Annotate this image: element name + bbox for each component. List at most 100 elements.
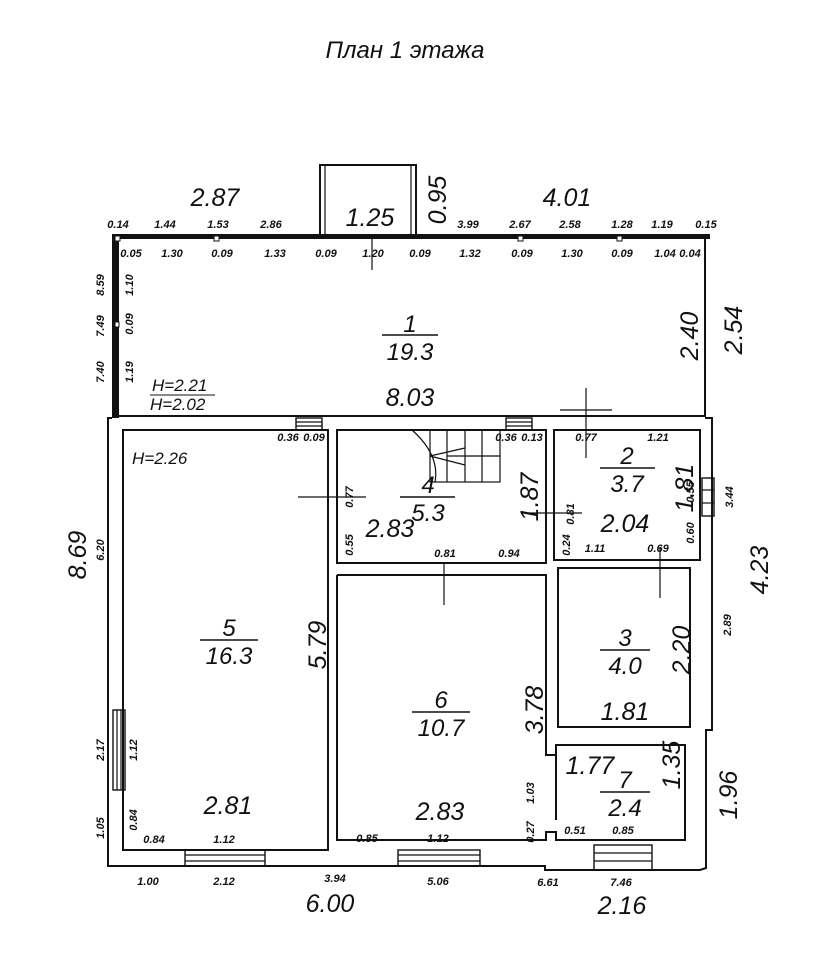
- dimension-label: 2.20: [668, 626, 696, 676]
- left-dimensions: 8.59 7.49 7.40 1.10 0.09 1.19 6.20 2.17 …: [95, 273, 140, 838]
- room-6-area: 10.7: [418, 715, 466, 742]
- dimension-label: 2.81: [203, 792, 253, 820]
- dimension-label: 1.05: [95, 816, 107, 838]
- top-outer-dimensions: 0.14 1.44 1.53 2.86 3.99 2.67 2.58 1.28 …: [107, 219, 717, 231]
- dimension-label: 1.81: [671, 464, 699, 513]
- dimension-label: 0.09: [409, 248, 431, 260]
- dimension-label: 0.84: [143, 834, 164, 846]
- room-7-area: 2.4: [607, 795, 641, 822]
- dimension-label: 0.69: [647, 543, 669, 555]
- room-5-number: 5: [222, 615, 236, 642]
- dimension-label: 0.94: [498, 548, 519, 560]
- staircase: [411, 429, 501, 483]
- dimension-label: 6.00: [306, 890, 355, 918]
- room-4-number: 4: [421, 472, 434, 499]
- dimension-label: 1.12: [128, 739, 140, 760]
- dimension-label: 1.30: [561, 248, 583, 260]
- ceiling-height: H=2.26: [132, 449, 188, 468]
- dimension-label: 1.04: [654, 248, 675, 260]
- dimension-label: 0.09: [315, 248, 337, 260]
- dimension-label: 0.13: [521, 432, 542, 444]
- dimension-label: 1.19: [124, 360, 136, 382]
- dimension-label: 0.85: [356, 833, 378, 845]
- window: [112, 709, 126, 791]
- dimension-label: 1.25: [346, 204, 395, 232]
- dimension-label: 3.44: [724, 486, 736, 507]
- dimension-label: 1.28: [611, 219, 633, 231]
- dimension-label: 3.94: [324, 873, 345, 885]
- room-5-area: 16.3: [206, 643, 253, 670]
- room-1-area: 19.3: [387, 339, 434, 366]
- dimension-label: 1.00: [137, 876, 159, 888]
- dimension-label: 5.79: [304, 621, 332, 670]
- dimension-label: 1.11: [585, 543, 606, 555]
- dimension-label: 4.01: [543, 184, 592, 212]
- dimension-label: 0.60: [685, 521, 697, 543]
- dimension-label: 0.81: [434, 548, 455, 560]
- door: [295, 417, 323, 431]
- dimension-label: 8.69: [64, 531, 92, 580]
- veranda-top-wall: [112, 234, 710, 239]
- door: [505, 417, 533, 431]
- dimension-label: 0.24: [561, 534, 573, 555]
- room-1-number: 1: [403, 311, 416, 338]
- room-2-outline: [553, 429, 701, 561]
- ceiling-height: H=2.02: [150, 395, 206, 414]
- dimension-label: 2.87: [190, 184, 241, 212]
- room-6-number: 6: [434, 687, 448, 714]
- dimension-label: 0.85: [612, 825, 634, 837]
- dimension-label: 1.20: [362, 248, 384, 260]
- window: [397, 849, 481, 867]
- inner-dimensions: 0.36 0.09 0.36 0.13 0.77 1.21 0.77 0.55 …: [143, 432, 736, 846]
- dimension-label: 0.77: [344, 485, 356, 507]
- dimension-label: 2.04: [600, 510, 650, 538]
- dimension-label: 2.67: [508, 219, 531, 231]
- openings: [112, 235, 715, 871]
- dimension-label: 3.99: [457, 219, 479, 231]
- dimension-label: 0.84: [128, 809, 140, 830]
- dimension-label: 0.55: [685, 480, 697, 502]
- dimension-label: 0.36: [495, 432, 517, 444]
- dimension-label: 6.20: [95, 538, 107, 560]
- dimension-label: 7.49: [95, 314, 107, 336]
- dimension-label: 0.09: [303, 432, 325, 444]
- dimension-label: 7.40: [95, 360, 107, 382]
- dimension-label: 0.95: [424, 176, 452, 225]
- dimension-label: 0.09: [211, 248, 233, 260]
- section-marks: [298, 238, 661, 605]
- dimension-label: 0.51: [564, 825, 585, 837]
- dimension-label: 1.32: [459, 248, 480, 260]
- dimension-label: 0.55: [344, 533, 356, 555]
- plan-title: План 1 этажа: [326, 37, 485, 64]
- dimension-label: 0.09: [511, 248, 533, 260]
- dimension-label: 8.03: [386, 384, 435, 412]
- bottom-dimensions: 1.00 2.12 3.94 5.06 6.61 7.46: [137, 873, 632, 889]
- dimension-label: 0.77: [575, 432, 597, 444]
- dimension-label: 1.10: [124, 273, 136, 295]
- dimension-label: 2.83: [365, 515, 415, 543]
- room-4-area: 5.3: [411, 500, 445, 527]
- dimension-label: 0.05: [120, 248, 142, 260]
- dimension-label: 2.89: [722, 613, 734, 636]
- dimension-label: 2.58: [558, 219, 581, 231]
- dimension-label: 2.83: [415, 798, 465, 826]
- window: [184, 849, 266, 867]
- dimension-label: 1.87: [516, 472, 544, 522]
- dimension-label: 2.40: [676, 312, 704, 362]
- dimension-label: 1.77: [566, 752, 616, 780]
- dimension-label: 2.86: [259, 219, 282, 231]
- dimension-label: 1.81: [601, 698, 650, 726]
- dimension-label: 7.46: [610, 877, 632, 889]
- room-3-area: 4.0: [608, 653, 642, 680]
- dimension-label: 2.16: [597, 892, 647, 920]
- dimension-label: 8.59: [95, 273, 107, 295]
- dimension-label: 2.12: [212, 876, 234, 888]
- dimension-label: 4.23: [746, 546, 774, 595]
- room-2-area: 3.7: [610, 471, 645, 498]
- dimension-label: 0.81: [565, 503, 577, 524]
- dimension-label: 0.15: [695, 219, 717, 231]
- dimension-label: 3.78: [521, 686, 549, 735]
- dimension-label: 5.06: [427, 876, 449, 888]
- dimension-label: 1.21: [647, 432, 668, 444]
